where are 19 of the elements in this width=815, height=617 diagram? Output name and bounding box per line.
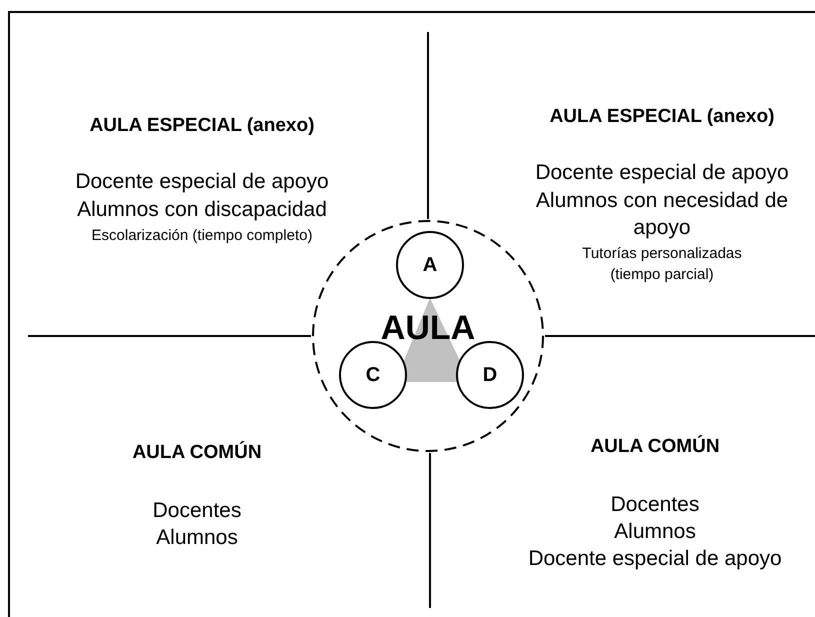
note-text: Escolarización (tiempo completo) xyxy=(90,226,314,246)
dashed-circle xyxy=(311,219,545,453)
body-text: Alumnos con discapacidad xyxy=(76,197,328,223)
body-text: Docentes xyxy=(610,492,700,518)
body-text: Docentes xyxy=(152,498,242,524)
section-heading: AULA ESPECIAL (anexo) xyxy=(88,114,316,138)
body-text: Alumnos xyxy=(613,519,697,545)
letter-circle: A xyxy=(396,231,464,299)
letter-circle: C xyxy=(339,341,407,409)
body-text: Alumnos xyxy=(155,525,239,551)
section-heading: AULA COMÚN xyxy=(131,441,263,465)
body-text: Alumnos con necesidad de apoyo xyxy=(534,188,790,242)
letter-circle: D xyxy=(456,341,524,409)
section-heading: AULA ESPECIAL (anexo) xyxy=(548,105,776,129)
body-text: Docente especial de apoyo xyxy=(534,160,790,186)
body-text: Docente especial de apoyo xyxy=(527,546,783,572)
section-heading: AULA COMÚN xyxy=(589,435,721,459)
body-text: Docente especial de apoyo xyxy=(74,169,330,195)
note-text: Tutorías personalizadas (tiempo parcial) xyxy=(581,244,743,285)
